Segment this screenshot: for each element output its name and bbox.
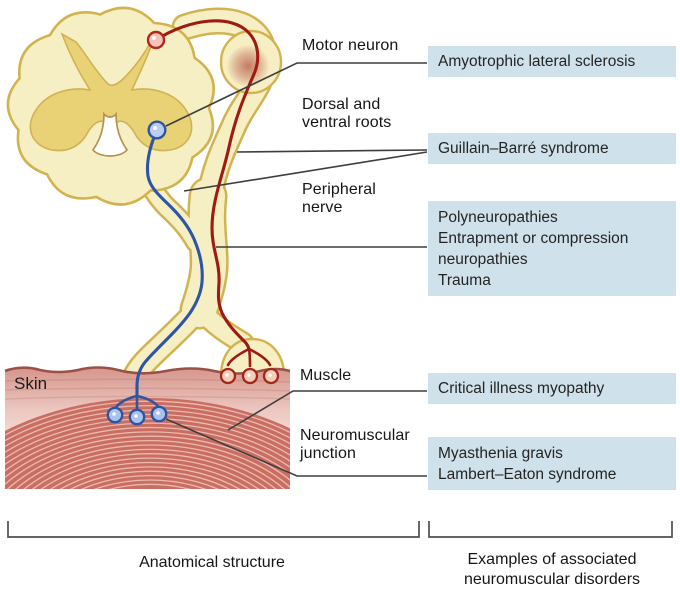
disorder-box-als: Amyotrophic lateral sclerosis: [428, 46, 676, 77]
disorder-box-neuropathies: Polyneuropathies Entrapment or compressi…: [428, 201, 676, 296]
gray-matter-butterfly: [29, 32, 193, 152]
label-neuromuscular-junction: Neuromuscular junction: [300, 427, 410, 462]
sensory-neuron-soma: [146, 30, 166, 50]
group-brackets: [7, 521, 673, 538]
anterior-median-fissure: [91, 111, 129, 157]
sensory-skin-receptors: [219, 367, 280, 385]
leader-lines: [165, 62, 428, 477]
disorder-box-critical-illness-myopathy: Critical illness myopathy: [428, 373, 676, 404]
label-peripheral-nerve: Peripheral nerve: [302, 181, 376, 216]
disorder-box-guillain-barre: Guillain–Barré syndrome: [428, 133, 676, 164]
neuromuscular-junction-terminals: [106, 405, 168, 426]
label-dorsal-ventral-roots: Dorsal and ventral roots: [302, 96, 392, 131]
leader-muscle: [227, 390, 427, 431]
bracket-left: [7, 521, 420, 538]
spinal-cord-cross-section: [6, 6, 215, 206]
red-nerve-fiber: [154, 19, 272, 368]
motor-neuron-soma: [147, 120, 167, 140]
leader-dorsal-root: [236, 149, 428, 153]
label-motor-neuron: Motor neuron: [302, 37, 399, 54]
caption-disorder-examples: Examples of associated neuromuscular dis…: [463, 551, 641, 588]
ganglion-lesion-blush: [227, 45, 269, 87]
motor-terminal-bell: [219, 337, 286, 376]
leader-ventral-root: [183, 151, 428, 192]
bracket-right: [428, 521, 673, 538]
label-muscle: Muscle: [300, 367, 352, 384]
disorder-box-nmj-disorders: Myasthenia gravis Lambert–Eaton syndrome: [428, 437, 676, 490]
caption-anatomical-structure: Anatomical structure: [139, 554, 285, 571]
skin-muscle-block: [4, 366, 291, 489]
label-skin: Skin: [14, 374, 48, 393]
leader-motor-neuron: [165, 62, 427, 127]
leader-neuromuscular-junction: [165, 418, 427, 477]
